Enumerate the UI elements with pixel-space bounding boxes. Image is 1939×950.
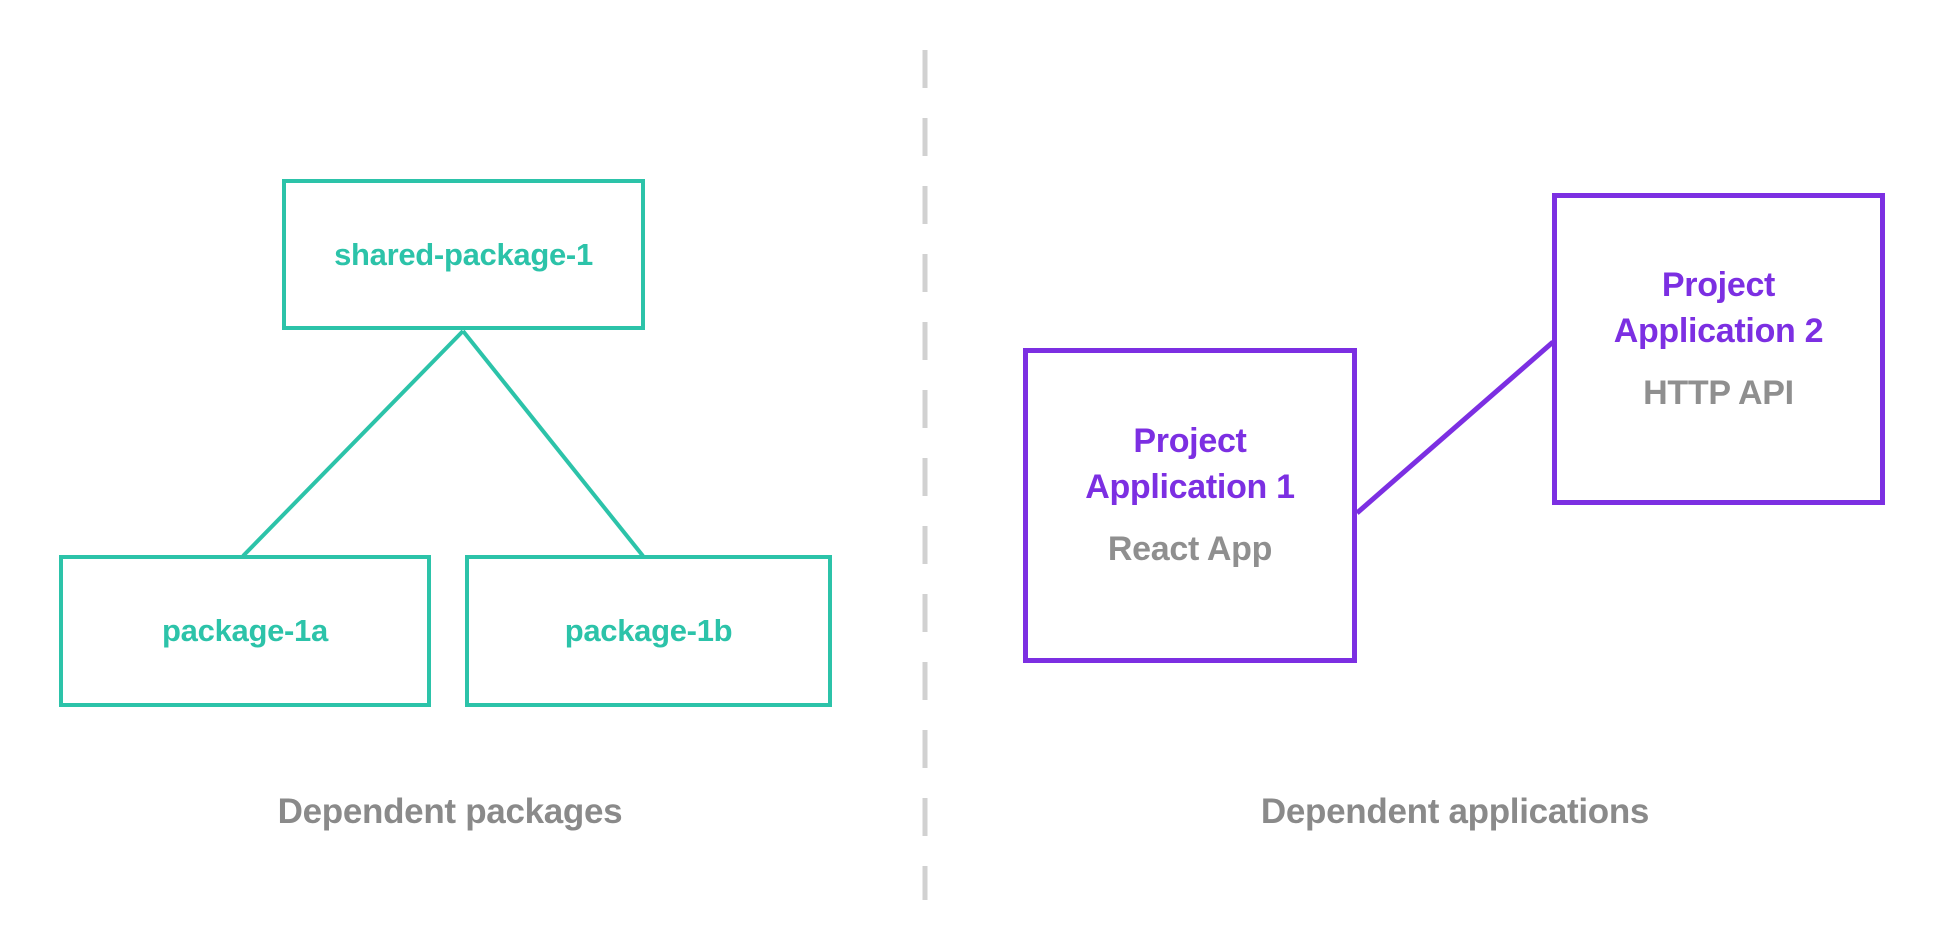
node-subtitle-application-1: React App [1107, 530, 1273, 568]
node-package-1b: package-1b [465, 555, 832, 707]
node-content-application-2: Project Application 2 HTTP API [1614, 262, 1824, 413]
node-title-line1-application-2: Project [1661, 265, 1776, 304]
node-project-application-1: Project Application 1 React App [1023, 348, 1357, 663]
edge-shared-to-package-1b [461, 329, 645, 558]
caption-dependent-applications: Dependent applications [1260, 792, 1650, 831]
node-package-1a: package-1a [59, 555, 431, 707]
node-label-package-1a: package-1a [162, 613, 328, 648]
caption-dependent-packages: Dependent packages [277, 792, 623, 831]
node-project-application-2: Project Application 2 HTTP API [1552, 193, 1885, 505]
edge-shared-to-package-1a [241, 329, 465, 558]
node-title-line1-application-1: Project [1133, 422, 1247, 460]
edge-app1-to-app2 [1355, 340, 1555, 515]
node-label-shared-package-1: shared-package-1 [334, 236, 593, 272]
node-subtitle-application-2: HTTP API [1643, 373, 1794, 412]
node-title-line2-application-2: Application 2 [1613, 311, 1824, 350]
node-shared-package-1: shared-package-1 [282, 179, 645, 330]
node-label-package-1b: package-1b [564, 613, 733, 648]
node-content-application-1: Project Application 1 React App [1085, 418, 1295, 569]
node-title-line2-application-1: Application 1 [1085, 468, 1295, 506]
